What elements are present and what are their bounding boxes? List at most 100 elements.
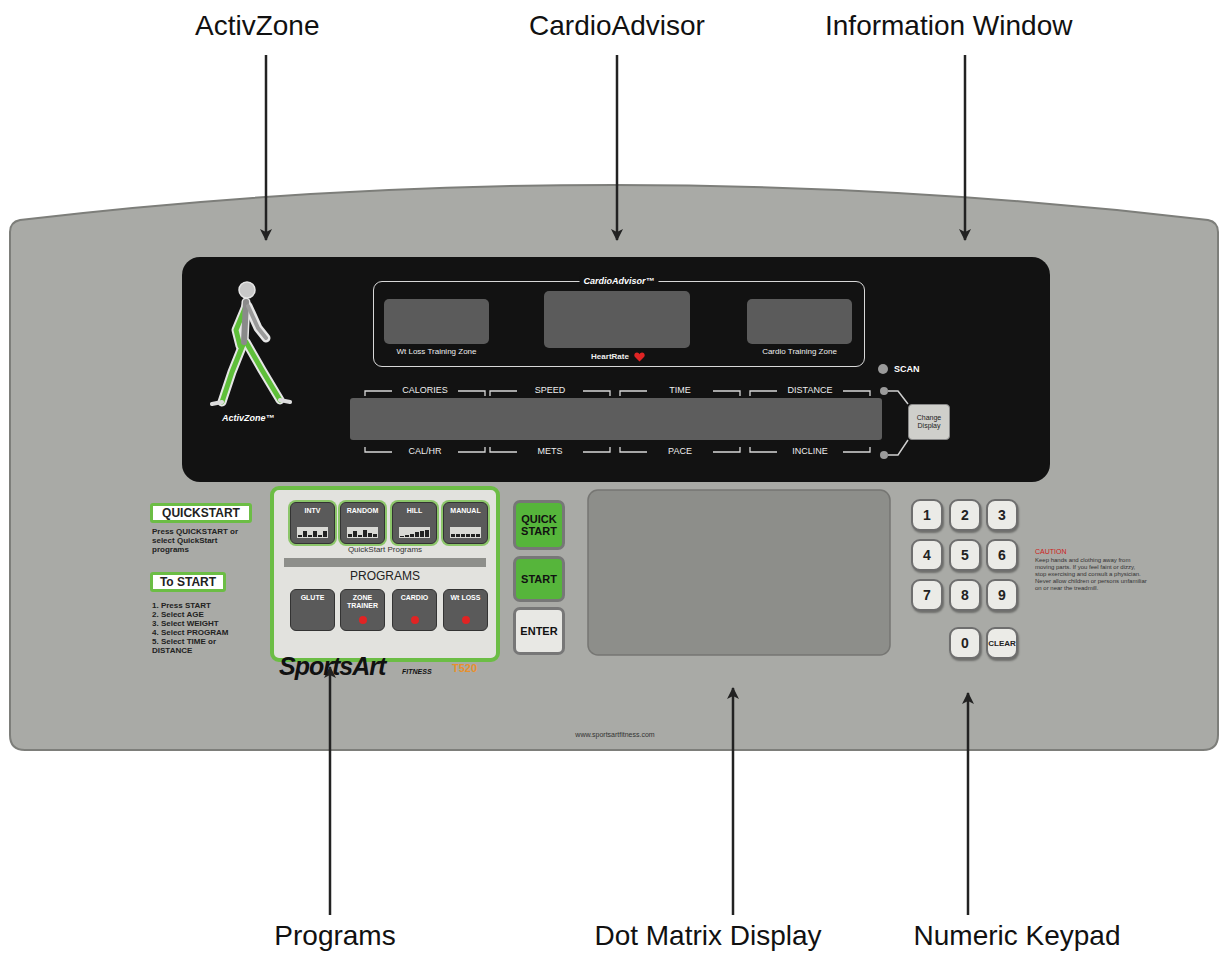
activzone-figure (212, 282, 290, 404)
instruction-step: 1. Press START (152, 601, 244, 610)
display-caption: SPEED (535, 385, 566, 395)
profile-bar (358, 535, 362, 537)
quick-start-button: QUICK START (513, 500, 565, 550)
display-caption: DISTANCE (788, 385, 833, 395)
button-label: CARDIO (393, 594, 436, 602)
button-label: ENTER (516, 625, 562, 637)
program-button: Wt LOSS (443, 589, 488, 631)
key-label: 7 (913, 587, 941, 603)
callout-arrow (329, 667, 332, 915)
button-label: RANDOM (341, 507, 384, 515)
keypad-button: 3 (986, 499, 1018, 531)
callout-label: CardioAdvisor (529, 10, 705, 42)
button-label: Change Display (911, 414, 947, 430)
display-caption: CAL/HR (408, 446, 441, 456)
brand-logo: FITNESS (402, 668, 432, 675)
instruction-step: 4. Select PROGRAM (152, 628, 244, 637)
key-label: 1 (913, 507, 941, 523)
heading-text: To START (153, 575, 223, 589)
instruction-heading-box: To START (150, 572, 226, 592)
dot-matrix-display (588, 490, 890, 655)
keypad-button: 4 (911, 539, 943, 571)
profile-bar (298, 535, 302, 537)
console-body (10, 185, 1218, 750)
heading-text: QUICKSTART (153, 506, 249, 520)
website-url: www.sportsartfitness.com (575, 731, 654, 738)
profile-bar (308, 535, 312, 537)
profile-bar (363, 530, 367, 537)
heart-symbol (634, 352, 645, 362)
callout-label: Dot Matrix Display (594, 920, 821, 952)
display-panel (182, 257, 1050, 482)
key-label: CLEAR (988, 639, 1016, 648)
profile-bar (456, 534, 460, 537)
profile-bar (461, 534, 465, 537)
profile-bar (451, 534, 455, 537)
keypad-button: 8 (949, 579, 981, 611)
display-caption: PACE (668, 446, 692, 456)
profile-bar (420, 531, 424, 537)
instruction-step: 2. Select AGE (152, 610, 244, 619)
callout-arrow (964, 55, 967, 240)
display-caption: HeartRate (544, 352, 690, 361)
program-profile-icon (450, 527, 481, 538)
program-button: CARDIO (392, 589, 437, 631)
caution-heading: CAUTION (1035, 548, 1067, 555)
button-label: HILL (393, 507, 436, 515)
profile-bar (348, 534, 352, 537)
keypad-button: 5 (949, 539, 981, 571)
keypad-button: 9 (986, 579, 1018, 611)
profile-bar (368, 533, 372, 537)
instruction-step: 5. Select TIME or DISTANCE (152, 637, 244, 655)
profile-bar (353, 531, 357, 537)
zone-display: Cardio Training Zone (747, 299, 852, 344)
keypad-button: 1 (911, 499, 943, 531)
callout-label: Programs (274, 920, 395, 952)
profile-bar (313, 531, 317, 537)
indicator-label: SCAN (894, 364, 920, 374)
program-profile-icon (297, 527, 328, 538)
led-bracket (888, 391, 908, 455)
button-label: INTV (291, 507, 334, 515)
button-label: ZONE TRAINER (341, 594, 384, 610)
keypad-button: 7 (911, 579, 943, 611)
keypad-button: 2 (949, 499, 981, 531)
display-caption: Cardio Training Zone (732, 347, 867, 356)
profile-bar (400, 536, 404, 537)
keypad-button: CLEAR (986, 627, 1018, 659)
indicator-dot (359, 616, 367, 624)
display-led (880, 451, 888, 459)
panel-heading: PROGRAMS (274, 569, 496, 583)
divider-bar (284, 558, 486, 567)
callout-label: Information Window (825, 10, 1072, 42)
display-caption: Wt Loss Training Zone (369, 347, 504, 356)
heart-shape (634, 353, 644, 362)
profile-bar (373, 534, 377, 537)
indicator-dot (462, 616, 470, 624)
program-button: RANDOM (340, 502, 385, 544)
profile-bar (318, 535, 322, 537)
display-caption: CALORIES (402, 385, 448, 395)
icon-strip (399, 527, 430, 538)
program-button: ZONE TRAINER (340, 589, 385, 631)
program-button: HILL (392, 502, 437, 544)
cardio-advisor-frame: CardioAdvisor™Wt Loss Training ZoneHeart… (373, 281, 865, 367)
display-led (880, 387, 888, 395)
profile-bar (466, 534, 470, 537)
brand-logo: SportsArt (279, 652, 385, 681)
callout-arrow (967, 693, 970, 915)
display-caption: TIME (669, 385, 691, 395)
callout-arrow (732, 688, 735, 915)
key-label: 5 (951, 547, 979, 563)
keypad-button: 6 (986, 539, 1018, 571)
display-caption: METS (537, 446, 562, 456)
zone-display: Wt Loss Training Zone (384, 299, 489, 344)
display-caption: INCLINE (792, 446, 828, 456)
keypad-button: 0 (949, 627, 981, 659)
key-label: 2 (951, 507, 979, 523)
caution-text: Keep hands and clothing away from moving… (1035, 557, 1147, 592)
icon-strip (450, 527, 481, 538)
brand-mark: ActivZone™ (222, 413, 275, 423)
heart-rate-display: HeartRate (544, 291, 690, 348)
